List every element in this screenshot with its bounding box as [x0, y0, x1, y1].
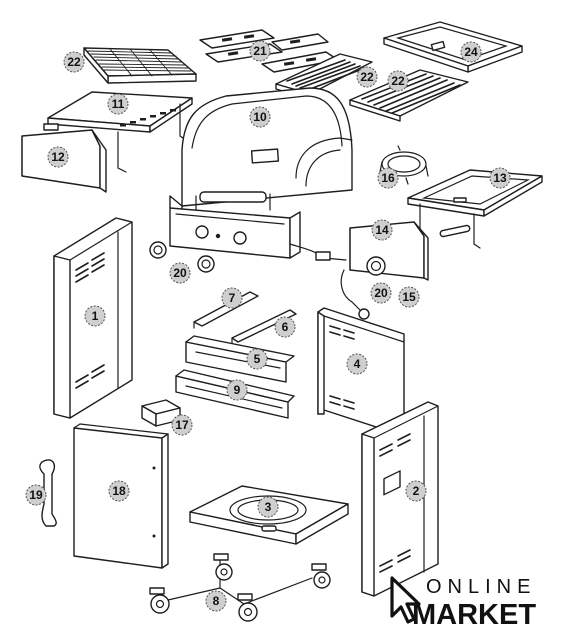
svg-text:15: 15 [402, 290, 416, 304]
part-label-3: 3 [257, 496, 279, 518]
casters [149, 553, 331, 622]
part-label-20b: 20 [370, 282, 392, 304]
svg-text:7: 7 [229, 291, 236, 305]
part-label-1: 1 [84, 305, 106, 327]
svg-text:20: 20 [374, 286, 388, 300]
left-side-panel [53, 217, 133, 419]
front-rail [185, 335, 295, 383]
part-label-2: 2 [405, 480, 427, 502]
svg-text:14: 14 [375, 223, 389, 237]
door-handle [39, 459, 57, 527]
cursor-arrow-icon [390, 576, 421, 624]
svg-text:3: 3 [265, 500, 272, 514]
part-label-15: 15 [398, 286, 420, 308]
svg-text:22: 22 [360, 70, 374, 84]
part-labels: 22 21 24 22 22 11 10 12 16 13 14 20 20 1… [25, 40, 511, 612]
control-knobs-left [149, 241, 215, 273]
svg-text:17: 17 [175, 418, 189, 432]
part-label-18: 18 [108, 480, 130, 502]
svg-text:11: 11 [112, 97, 125, 111]
svg-text:16: 16 [381, 171, 395, 185]
online-market-logo: ONLINE MARKET [388, 576, 558, 634]
part-label-21: 21 [249, 40, 271, 62]
svg-text:1: 1 [92, 309, 99, 323]
svg-text:5: 5 [254, 352, 261, 366]
part-label-13: 13 [489, 167, 511, 189]
part-label-12: 12 [47, 146, 69, 168]
warming-grate [83, 47, 197, 84]
part-label-22b: 22 [387, 70, 409, 92]
grill-lid-firebox [169, 87, 353, 219]
part-label-8: 8 [205, 590, 227, 612]
svg-text:22: 22 [391, 74, 405, 88]
side-burner-shelf [407, 169, 543, 249]
part-label-24: 24 [460, 41, 482, 63]
svg-text:2: 2 [413, 484, 420, 498]
part-label-14: 14 [371, 219, 393, 241]
part-label-6: 6 [274, 316, 296, 338]
part-label-4: 4 [346, 353, 368, 375]
side-burner-knob [340, 256, 386, 320]
part-label-9: 9 [226, 379, 248, 401]
part-label-20a: 20 [169, 262, 191, 284]
part-label-22a: 22 [356, 66, 378, 88]
svg-text:4: 4 [354, 357, 361, 371]
svg-text:9: 9 [234, 383, 241, 397]
control-panel [169, 207, 347, 261]
grease-tray [383, 21, 523, 73]
side-burner-grate [379, 145, 429, 185]
part-label-11: 11 [107, 93, 129, 115]
logo-text-market: MARKET [412, 599, 537, 631]
svg-text:21: 21 [253, 44, 267, 58]
right-side-panel [361, 401, 439, 597]
part-label-5: 5 [246, 348, 268, 370]
svg-text:18: 18 [112, 484, 126, 498]
part-label-19: 19 [25, 484, 47, 506]
svg-text:22: 22 [67, 55, 81, 69]
svg-text:8: 8 [213, 594, 220, 608]
cooking-grate-right [349, 69, 469, 122]
part-label-7: 7 [221, 287, 243, 309]
part-label-10: 10 [249, 106, 271, 128]
logo-text-online: ONLINE [426, 576, 537, 598]
svg-text:10: 10 [253, 110, 267, 124]
part-label-23: 22 [63, 51, 85, 73]
part-label-17: 17 [171, 414, 193, 436]
svg-text:13: 13 [493, 171, 507, 185]
svg-text:19: 19 [29, 488, 43, 502]
svg-text:24: 24 [464, 45, 478, 59]
svg-text:20: 20 [173, 266, 187, 280]
svg-text:6: 6 [282, 320, 289, 334]
svg-text:12: 12 [51, 150, 65, 164]
part-label-16: 16 [377, 167, 399, 189]
